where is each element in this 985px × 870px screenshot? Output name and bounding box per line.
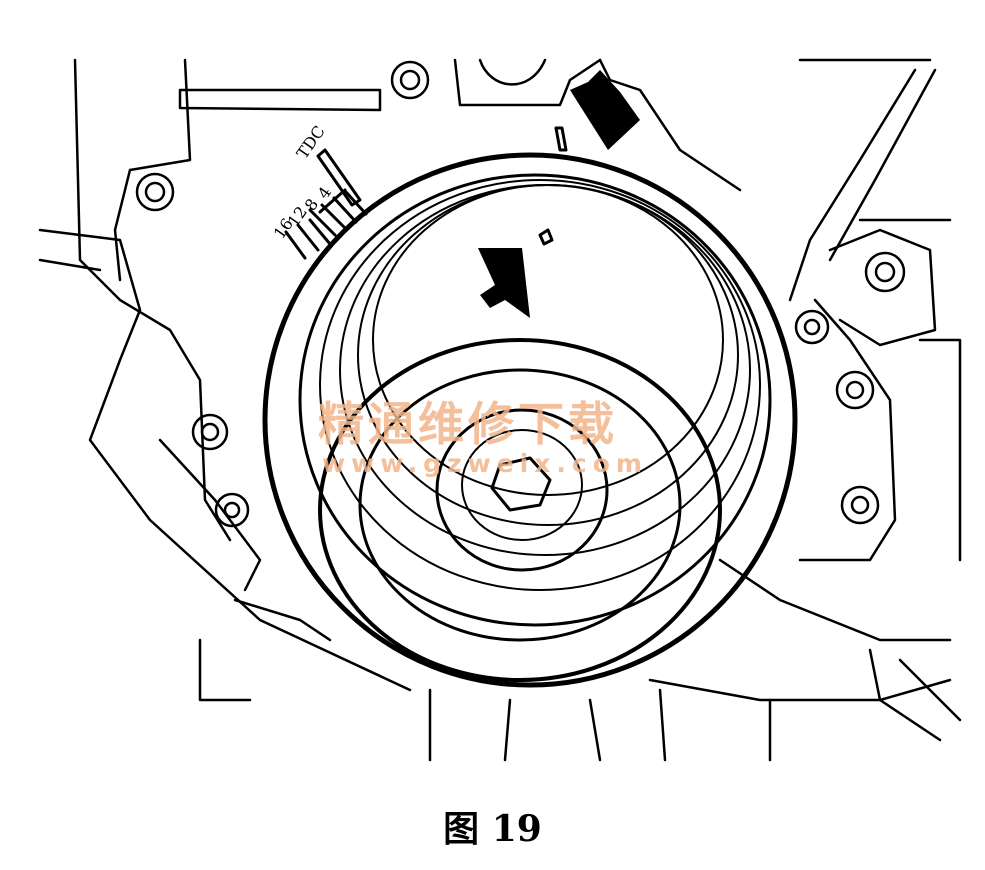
bolt-right-upper (794, 309, 830, 345)
bolts (135, 60, 906, 528)
center-hex-bolt (490, 456, 552, 512)
bolt-right-lower (840, 485, 880, 525)
crankshaft-pulley (262, 152, 798, 688)
timing-scale (284, 148, 368, 260)
bolt-left-lower (191, 413, 229, 451)
engine-housing (38, 58, 962, 762)
watermark-title: 精通维修下载 (318, 397, 618, 451)
bolt-right-middle (835, 370, 875, 410)
label-tdc: TDC (293, 122, 329, 162)
arrow-center (478, 248, 530, 318)
watermark-url: www.gzweix.com (322, 449, 648, 478)
bolt-top-center (390, 60, 430, 100)
cover-pointer (554, 126, 568, 152)
arrow-top-right (570, 70, 640, 150)
bolt-left-bottom (214, 492, 250, 528)
label-mark-4: 4 (314, 183, 335, 202)
pulley-notch (538, 228, 554, 246)
bolt-top-left (135, 172, 175, 212)
figure-caption: 图 19 (443, 808, 542, 850)
bolt-right-top (864, 251, 906, 293)
